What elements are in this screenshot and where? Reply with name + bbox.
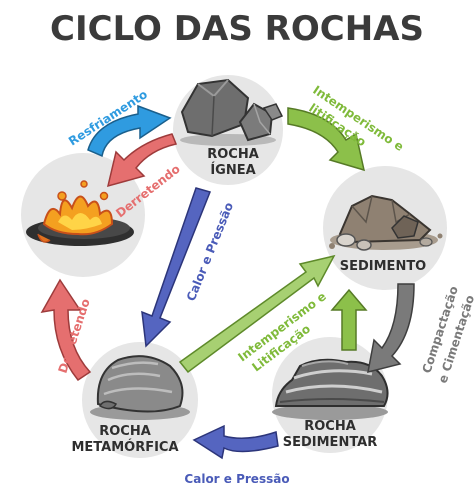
sediment-icon — [329, 194, 443, 251]
derretendo-left-arrow — [40, 278, 92, 382]
metamorfica-label-line2: METAMÓRFICA — [71, 439, 178, 455]
metamorfica-label-line1: ROCHA — [99, 424, 151, 439]
diagram-title: CICLO DAS ROCHAS — [50, 9, 424, 49]
ignea-label-line1: ROCHA — [207, 147, 259, 162]
intemperismo-top-arrow — [287, 107, 366, 172]
compactacao-arrow — [367, 283, 415, 374]
magma-icon — [26, 180, 134, 246]
igneous-rock-icon — [180, 78, 284, 146]
resfriamento-arrow — [87, 104, 172, 158]
sedimentary-rock-icon — [272, 358, 389, 420]
derretendo-top-arrow — [106, 133, 178, 188]
sedimentar-label-line2: SEDIMENTAR — [283, 435, 378, 450]
sedimentar-label-line1: ROCHA — [304, 419, 356, 434]
intemperismo-diag-arrow — [178, 254, 336, 374]
calor-bottom-label: Calor e Pressão — [184, 472, 289, 486]
ignea-label-line2: ÍGNEA — [210, 162, 255, 178]
up-sedimentar-arrow — [330, 288, 368, 351]
calor-bottom-arrow — [192, 424, 279, 460]
sedimento-label: SEDIMENTO — [340, 259, 427, 274]
metamorphic-rock-icon — [90, 355, 190, 420]
calor-diag-arrow — [141, 187, 212, 348]
